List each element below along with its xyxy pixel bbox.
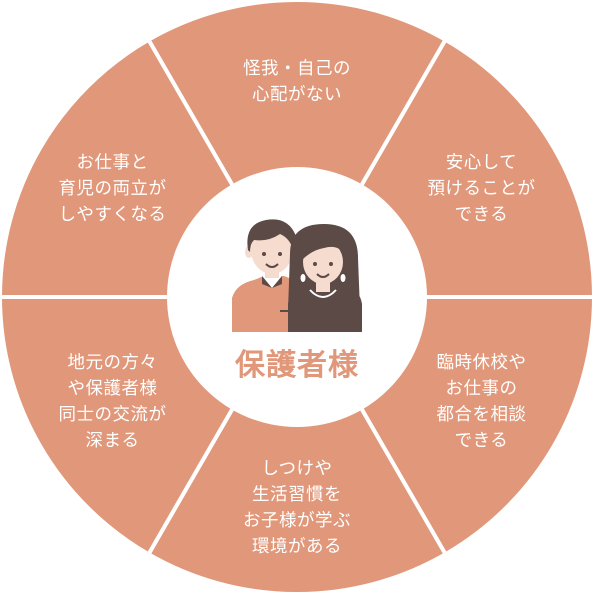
segment-label-4: しつけや 生活習慣を お子様が学ぶ 環境がある bbox=[243, 459, 351, 557]
segment-label-5: 地元の方々 や保護者様 同士の交流が 深まる bbox=[58, 352, 167, 451]
segment-label-2: 安心して 預けることが できる bbox=[427, 152, 536, 225]
segment-label-6: お仕事と 育児の両立が しやすくなる bbox=[58, 152, 167, 225]
center-title: 保護者様 bbox=[235, 348, 359, 383]
wheel-segment-1 bbox=[145, 0, 449, 301]
wheel-segment-4 bbox=[145, 292, 449, 594]
segment-label-3: 臨時休校や お仕事の 都合を相談 できる bbox=[436, 352, 527, 451]
parents-illustration-icon bbox=[232, 219, 362, 332]
segment-label-1: 怪我・自己の 心配がない bbox=[243, 59, 351, 105]
